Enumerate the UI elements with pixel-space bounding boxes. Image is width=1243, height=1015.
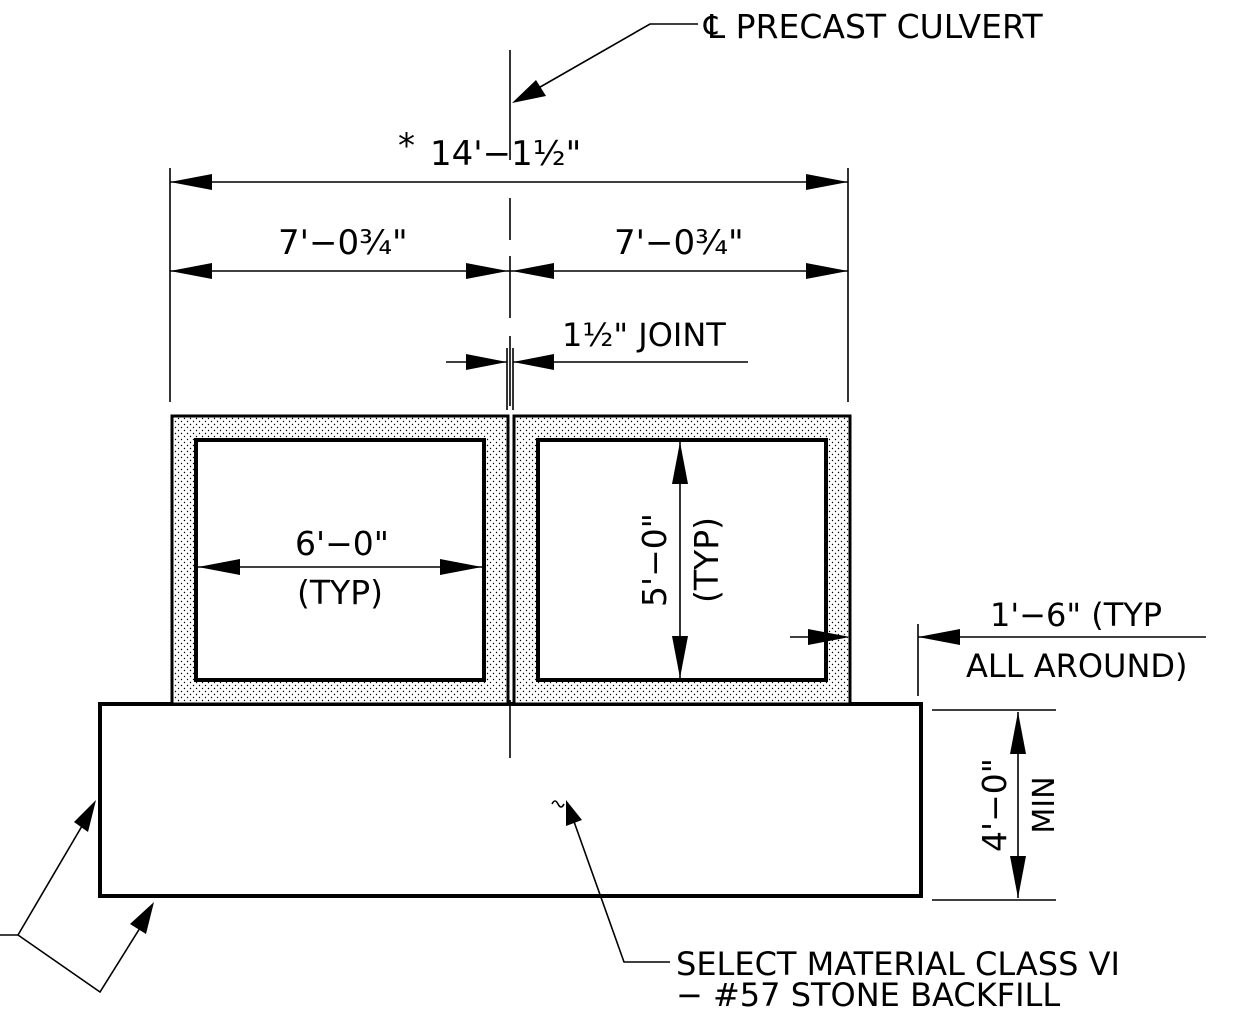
backfill-leader (566, 800, 670, 963)
opening-width-note: (TYP) (297, 573, 383, 612)
opening-height-dimension (672, 442, 688, 678)
backfill-label-line2: − #57 STONE BACKFILL (676, 976, 1060, 1014)
backfill-label-line1: SELECT MATERIAL CLASS VI (676, 945, 1120, 983)
joint-dimension (446, 348, 748, 410)
left-bracket-leaders (0, 800, 154, 994)
opening-width-dimension (198, 559, 482, 575)
bedding-depth-note: MIN (1027, 776, 1062, 833)
centerline-label: ℄ PRECAST CULVERT (703, 7, 1043, 46)
opening-height-note: (TYP) (687, 517, 726, 603)
opening-height-label: 5'−0" (635, 513, 674, 607)
bedding-tilde-mark (551, 800, 565, 808)
left-half-width-label: 7'−0¾" (278, 223, 408, 263)
wall-thickness-label-line1: 1'−6" (TYP (990, 596, 1162, 634)
opening-width-label: 6'−0" (295, 524, 389, 563)
centerline-leader (512, 23, 698, 103)
overall-width-label: 14'−1½" (430, 134, 581, 174)
half-width-dimensions (170, 263, 848, 279)
overall-width-dimension (169, 168, 849, 402)
overall-asterisk: * (398, 126, 415, 166)
bedding-depth-dimension (932, 709, 1056, 901)
wall-thickness-dimension (790, 624, 1206, 696)
bedding-depth-label: 4'−0" (975, 758, 1014, 852)
joint-label: 1½" JOINT (562, 316, 726, 354)
right-half-width-label: 7'−0¾" (614, 223, 744, 263)
left-culvert-cell (170, 414, 510, 706)
wall-thickness-label-line2: ALL AROUND) (966, 647, 1188, 685)
